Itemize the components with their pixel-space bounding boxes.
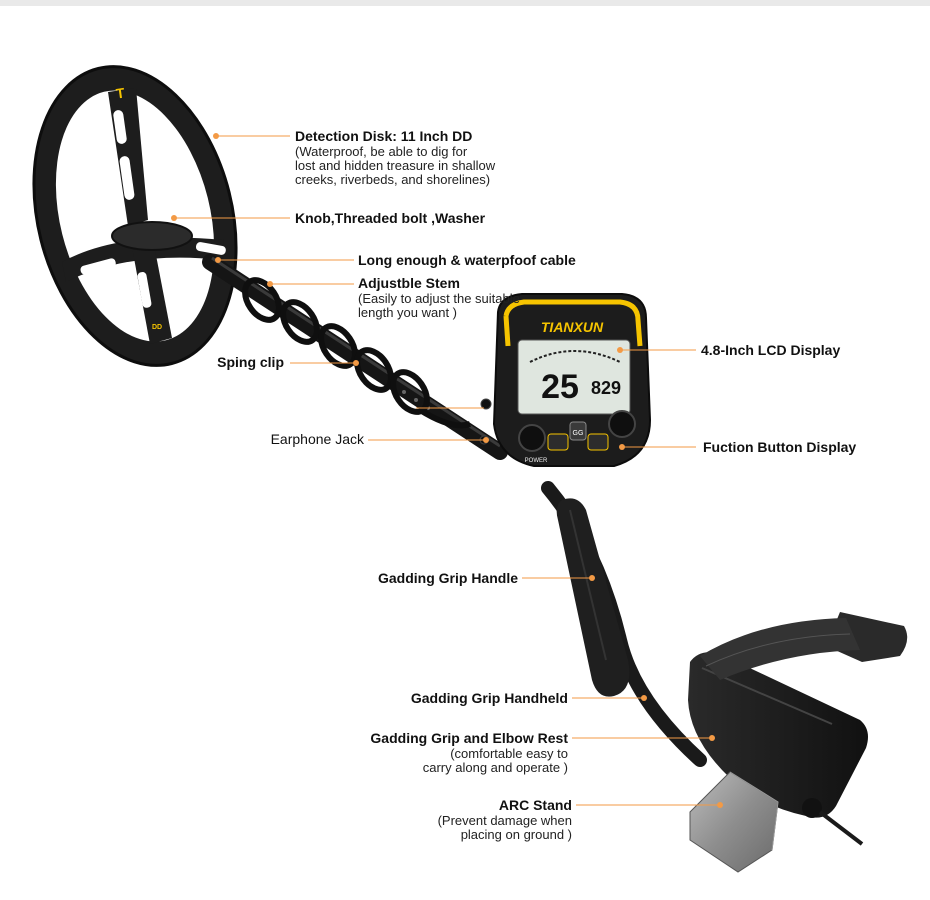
- control-box: TIANXUN 25 829 GG POWER: [479, 293, 652, 467]
- handle-assembly: [541, 481, 707, 767]
- callout-elbow: Gadding Grip and Elbow Rest (comfortable…: [340, 730, 568, 775]
- callout-stem: Adjustble Stem (Easily to adjust the sui…: [358, 275, 520, 320]
- callout-jack: Earphone Jack: [244, 431, 364, 448]
- callout-lcd-title: 4.8-Inch LCD Display: [701, 342, 841, 358]
- callout-jack-title: Earphone Jack: [270, 431, 364, 447]
- callout-stem-title: Adjustble Stem: [358, 275, 460, 291]
- callout-disk-desc-3: creeks, riverbeds, and shorelines): [295, 172, 491, 187]
- callout-button-title: Fuction Button Display: [703, 439, 857, 455]
- lcd-screen: [517, 339, 631, 415]
- callout-clip-title: Sping clip: [217, 354, 284, 370]
- callout-arc-title: ARC Stand: [498, 797, 572, 813]
- callout-button: Fuction Button Display: [703, 439, 856, 456]
- lcd-big-number: 25: [541, 368, 579, 406]
- lcd-small-number: 829: [591, 378, 621, 398]
- callout-clip: Sping clip: [186, 354, 284, 371]
- coil-dd-label: DD: [152, 324, 163, 331]
- callout-knob: Knob,Threaded bolt ,Washer: [295, 210, 485, 227]
- leader-lines: [171, 133, 723, 808]
- brand-logo: TIANXUN: [541, 319, 604, 335]
- callout-arc: ARC Stand (Prevent damage when placing o…: [390, 797, 572, 842]
- svg-text:T: T: [115, 84, 126, 101]
- callout-disk-title: Detection Disk: 11 Inch DD: [295, 128, 473, 144]
- callout-handheld: Gadding Grip Handheld: [370, 690, 568, 707]
- callout-handheld-title: Gadding Grip Handheld: [410, 690, 568, 706]
- callout-elbow-desc-2: carry along and operate ): [422, 760, 568, 775]
- top-divider: [0, 0, 930, 6]
- power-label: POWER: [525, 458, 548, 464]
- callout-stem-desc-1: (Easily to adjust the suitable: [358, 291, 520, 306]
- callout-stem-desc-2: length you want ): [358, 305, 458, 320]
- callout-cable: Long enough & waterpfoof cable: [358, 252, 576, 269]
- search-coil: T: [32, 65, 238, 367]
- callout-disk-desc-2: lost and hidden treasure in shallow: [295, 158, 496, 173]
- callout-grip-handle: Gadding Grip Handle: [338, 570, 518, 587]
- callout-disk-desc-1: (Waterproof, be able to dig for: [295, 144, 468, 159]
- callout-arc-desc-2: placing on ground ): [460, 827, 572, 842]
- callout-lcd: 4.8-Inch LCD Display: [701, 342, 840, 359]
- gg-button-label: GG: [573, 430, 584, 437]
- callout-elbow-title: Gadding Grip and Elbow Rest: [370, 730, 568, 746]
- arc-stand: [689, 771, 779, 873]
- callout-knob-title: Knob,Threaded bolt ,Washer: [295, 210, 486, 226]
- callout-elbow-desc-1: (comfortable easy to: [450, 746, 568, 761]
- coiled-cable: [242, 277, 471, 429]
- callout-arc-desc-1: (Prevent damage when: [437, 813, 572, 828]
- callout-grip-handle-title: Gadding Grip Handle: [377, 570, 518, 586]
- callout-cable-title: Long enough & waterpfoof cable: [358, 252, 576, 268]
- callout-disk: Detection Disk: 11 Inch DD (Waterproof, …: [295, 128, 495, 187]
